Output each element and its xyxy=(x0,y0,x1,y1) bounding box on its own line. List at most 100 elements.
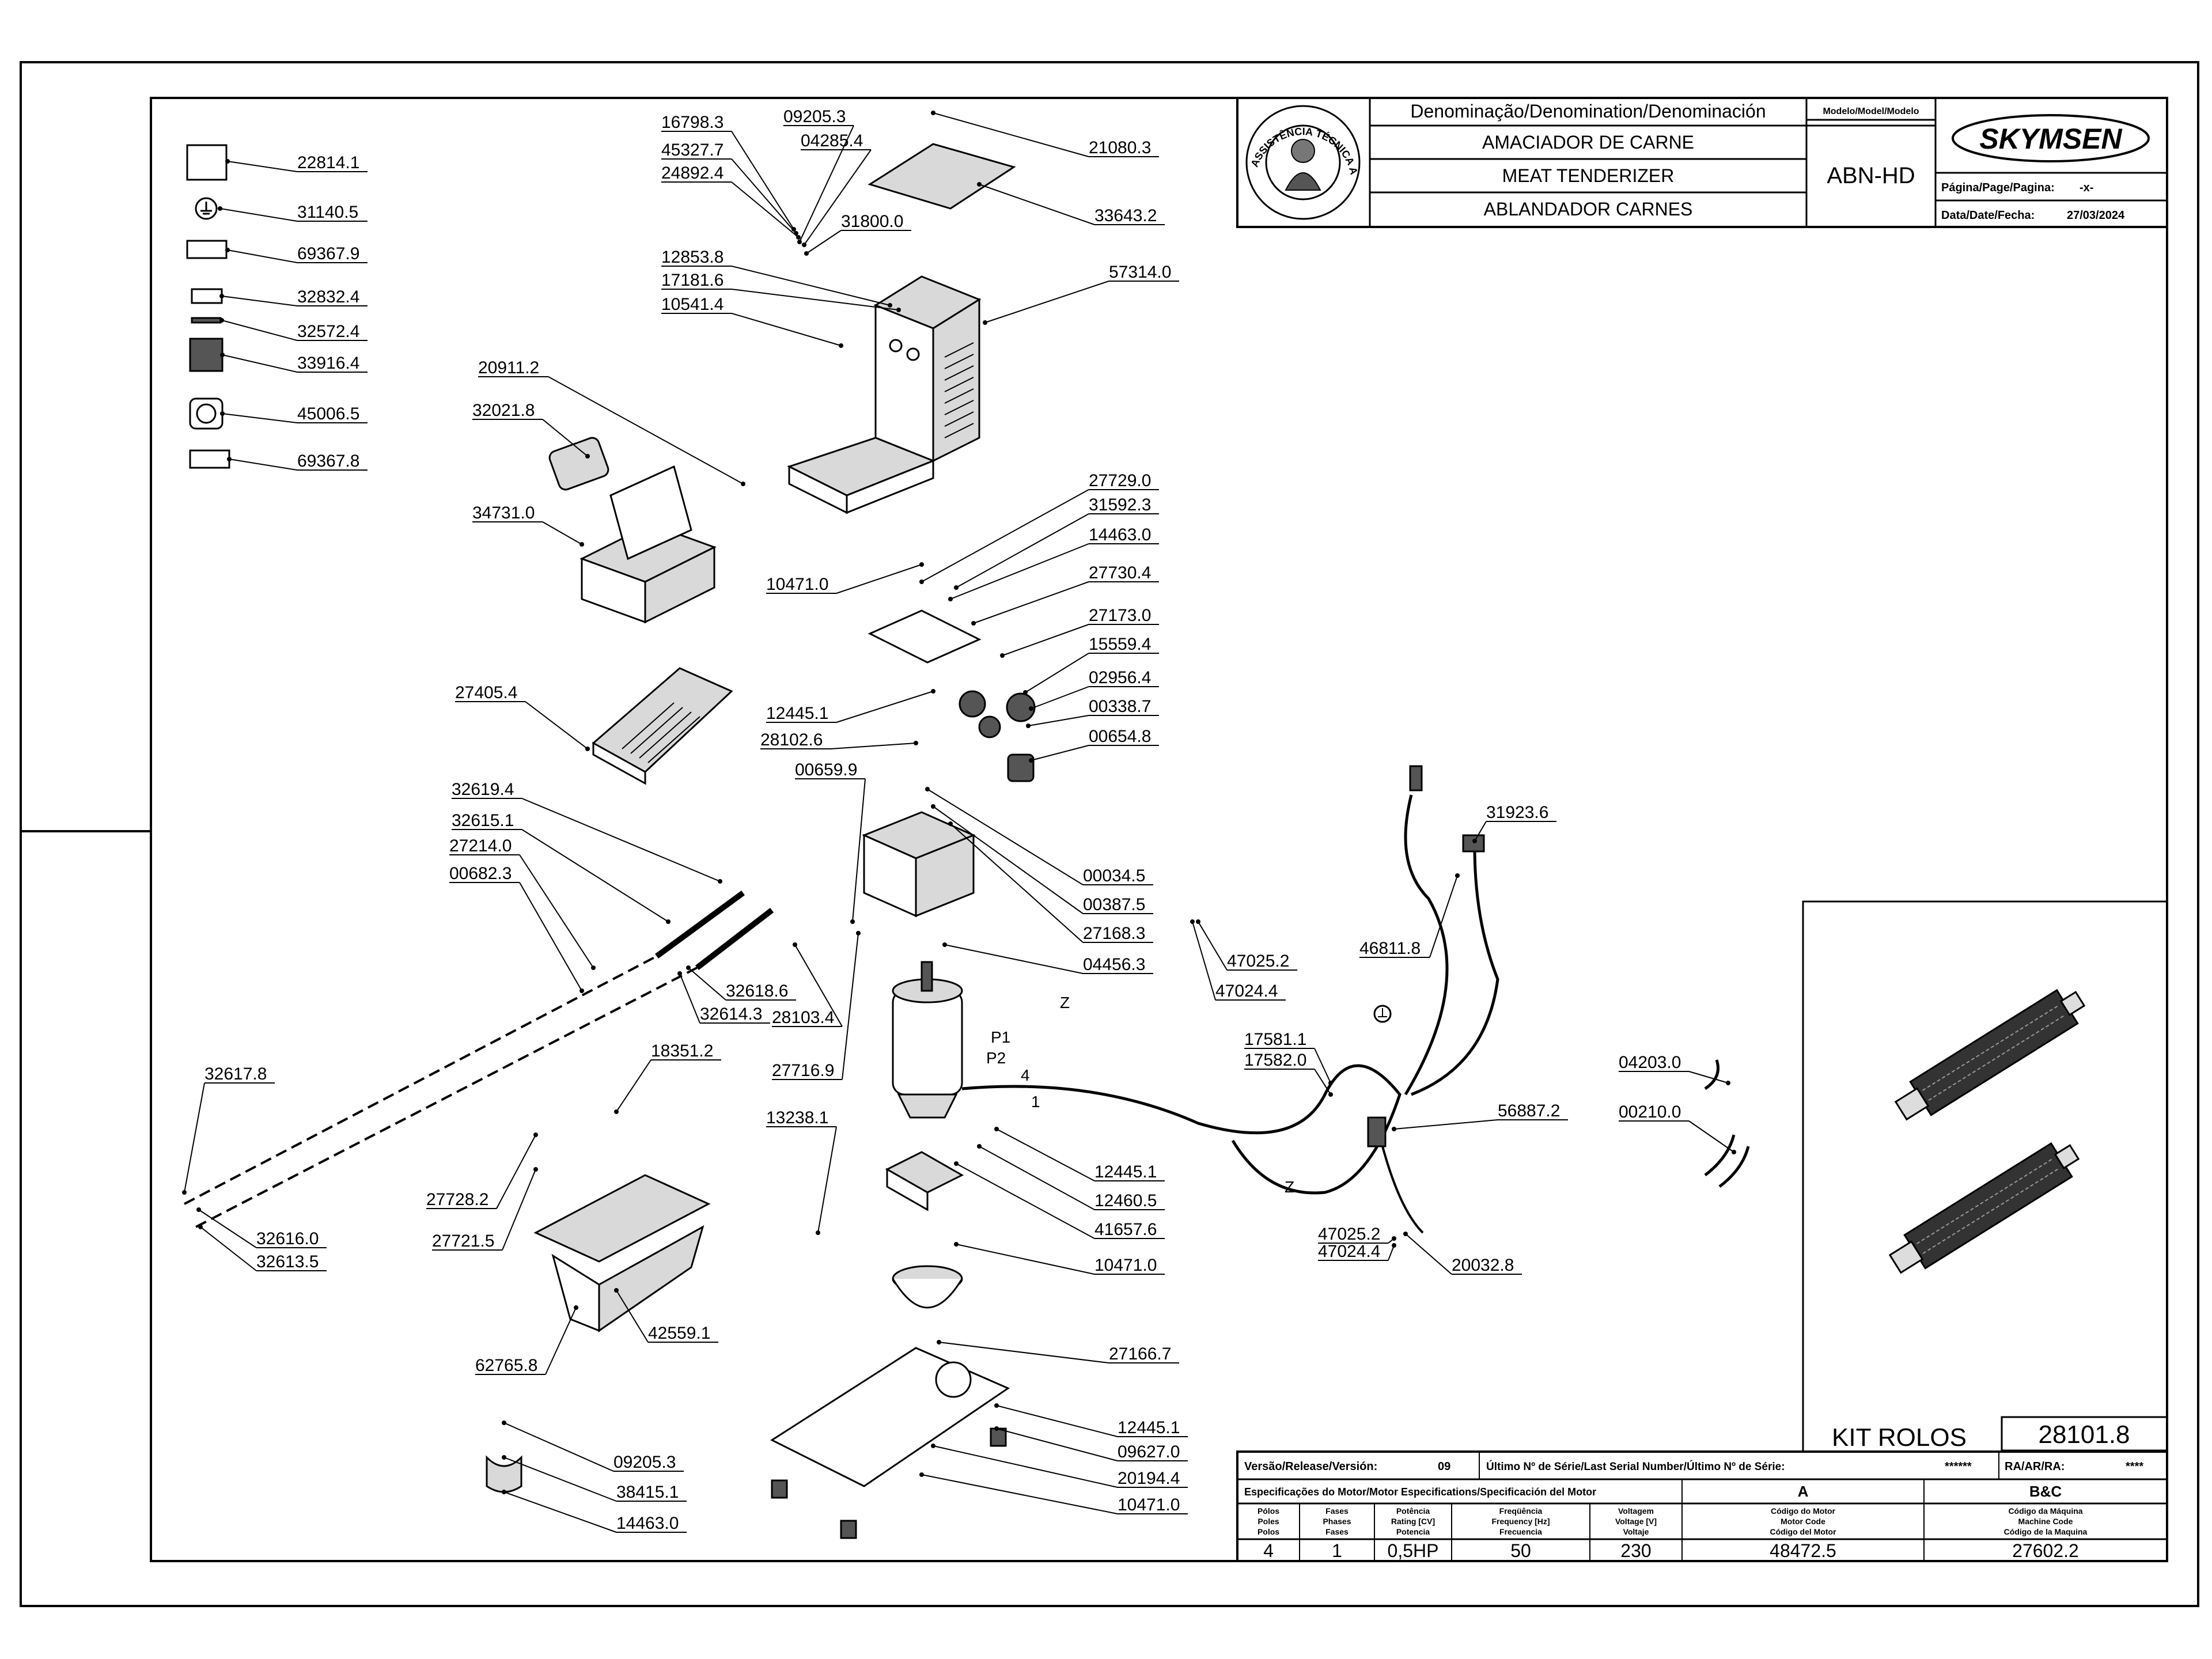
leader-line xyxy=(1429,875,1458,958)
leader-line xyxy=(1031,745,1089,761)
leader-dot xyxy=(502,1490,506,1494)
leader-line xyxy=(496,1134,536,1209)
callout-label: 20194.4 xyxy=(1118,1469,1180,1488)
callout-label: 00338.7 xyxy=(1089,697,1151,716)
callout-label: 31923.6 xyxy=(1486,803,1548,822)
leader-dot xyxy=(931,804,935,809)
callout-label: 09205.3 xyxy=(613,1453,676,1472)
gear-set xyxy=(959,690,1036,782)
leader-line xyxy=(545,1307,577,1375)
leader-line xyxy=(852,778,866,922)
leader-dot xyxy=(925,787,930,791)
leader-line xyxy=(1405,1233,1452,1275)
part-callouts: 22814.131140.569367.932832.432572.433916… xyxy=(204,107,1689,1533)
base-plate xyxy=(770,1347,1010,1539)
callout-label: 18351.2 xyxy=(651,1041,713,1060)
leader-line xyxy=(525,701,588,749)
leader-dot xyxy=(227,457,232,461)
machine-col-bc: B&C xyxy=(2029,1483,2062,1500)
leader-dot xyxy=(954,585,959,590)
leader-dot xyxy=(994,1403,999,1408)
leader-dot xyxy=(533,1132,538,1137)
callout-label: 27405.4 xyxy=(455,683,517,702)
callout-label: 57314.0 xyxy=(1109,263,1171,282)
leader-line xyxy=(927,789,1084,885)
leader-dot xyxy=(196,1207,201,1212)
leader-dot xyxy=(1472,839,1477,843)
leader-line xyxy=(806,230,842,254)
leader-line xyxy=(731,313,842,346)
callout-label: 47025.2 xyxy=(1227,952,1289,971)
leader-dot xyxy=(677,971,682,976)
hdr-rating-en: Rating [CV] xyxy=(1391,1517,1435,1526)
leader-dot xyxy=(919,1472,924,1477)
leader-dot xyxy=(1726,1081,1730,1085)
leader-line xyxy=(731,289,899,310)
callout-label: 28103.4 xyxy=(772,1008,834,1027)
callout-label: 27730.4 xyxy=(1089,563,1151,582)
ground-symbol-icon xyxy=(195,197,218,220)
leader-dot xyxy=(585,747,590,751)
val-frequency: 50 xyxy=(1510,1540,1531,1561)
leader-line xyxy=(542,419,588,457)
callout-label: 56887.2 xyxy=(1498,1101,1560,1120)
callout-label: 00659.9 xyxy=(795,760,857,779)
brand-name: SKYMSEN xyxy=(1979,123,2122,155)
roller-lower xyxy=(1888,1142,2080,1274)
callout-label: 14463.0 xyxy=(616,1514,679,1533)
callout-label: 32021.8 xyxy=(472,401,535,420)
title-block: ASSISTÊNCIA TÉCNICA AUTORIZADA Denominaç… xyxy=(0,0,2168,228)
wiring-harness xyxy=(961,765,1750,1234)
leader-line xyxy=(548,376,744,484)
callout-label: 32614.3 xyxy=(700,1005,762,1024)
gearbox-housing xyxy=(862,811,976,918)
hdr-freq-pt: Freqüência xyxy=(1499,1506,1543,1516)
callout-label: 20032.8 xyxy=(1452,1256,1514,1275)
leader-dot xyxy=(797,240,802,244)
leader-line xyxy=(731,266,891,306)
hdr-freq-en: Frequency [Hz] xyxy=(1491,1517,1550,1526)
leader-line xyxy=(521,798,721,882)
hdr-machinecode-es: Código de la Maquina xyxy=(2004,1527,2088,1536)
leader-dot xyxy=(225,248,230,252)
callout-label: 04285.4 xyxy=(801,131,863,150)
leader-dot xyxy=(225,159,230,164)
leader-line xyxy=(933,806,1084,914)
leader-dot xyxy=(219,294,224,298)
name-pt: AMACIADOR DE CARNE xyxy=(1482,132,1694,153)
leader-dot xyxy=(579,988,584,993)
leader-dot xyxy=(585,454,590,459)
leader-dot xyxy=(686,965,691,970)
ra-value: **** xyxy=(2126,1460,2143,1473)
leader-dot xyxy=(591,965,596,970)
wire-label-p1: P1 xyxy=(991,1028,1010,1046)
leader-line xyxy=(222,354,298,373)
callout-label: 47025.2 xyxy=(1318,1225,1380,1244)
callout-label: 15559.4 xyxy=(1089,635,1151,654)
parts-artwork: P1 P2 4 1 Z Z xyxy=(184,143,1750,1539)
feed-hopper xyxy=(579,465,717,624)
label-plate-icon xyxy=(186,144,228,181)
leader-dot xyxy=(1190,919,1195,924)
leader-dot xyxy=(1000,653,1005,658)
leader-line xyxy=(503,1457,617,1502)
leader-dot xyxy=(931,111,935,115)
leader-line xyxy=(502,1169,536,1251)
release-value: 09 xyxy=(1438,1460,1450,1473)
callout-label: 27721.5 xyxy=(432,1232,494,1251)
serial-value: ****** xyxy=(1945,1460,1972,1473)
mounting-plate xyxy=(868,609,982,664)
callout-label: 09627.0 xyxy=(1118,1442,1180,1461)
leader-line xyxy=(503,1422,614,1472)
callout-label: 69367.9 xyxy=(297,244,359,263)
leader-dot xyxy=(839,343,843,348)
leader-line xyxy=(1025,653,1089,693)
leader-dot xyxy=(983,320,987,325)
callout-label: 12445.1 xyxy=(1094,1162,1157,1181)
callout-label: 42559.1 xyxy=(648,1324,710,1343)
leader-line xyxy=(794,944,843,1027)
callout-label: 12460.5 xyxy=(1094,1191,1157,1210)
leader-line xyxy=(836,564,922,594)
leader-line xyxy=(519,882,582,991)
leader-dot xyxy=(1023,690,1028,695)
